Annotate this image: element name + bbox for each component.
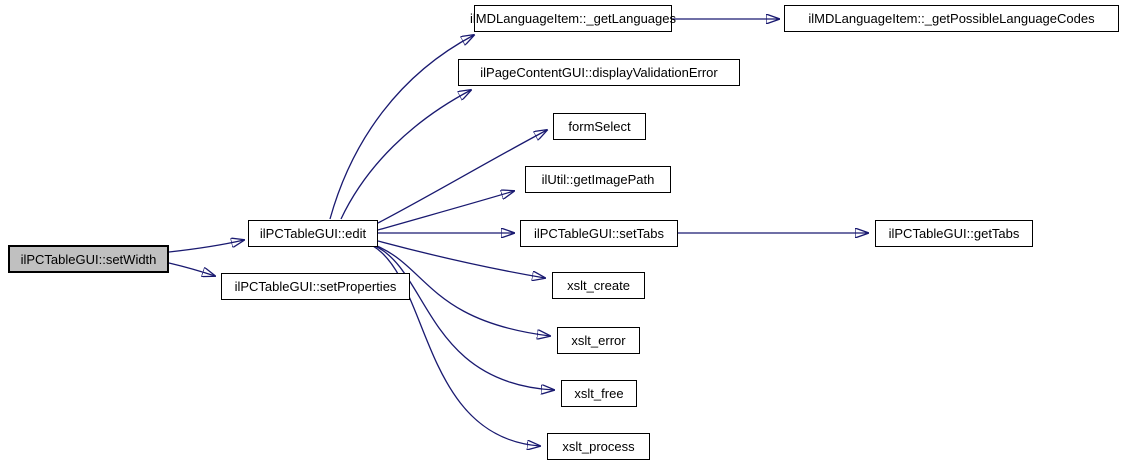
node-xslt-process[interactable]: xslt_process [547, 433, 650, 460]
node-formselect[interactable]: formSelect [553, 113, 646, 140]
node-ilmdlanguageitem-getlanguages[interactable]: ilMDLanguageItem::_getLanguages [470, 5, 676, 32]
edge-setwidth-setproperties [168, 262, 215, 276]
node-ilutil-getimagepath[interactable]: ilUtil::getImagePath [525, 166, 671, 193]
edge-setwidth-edit [168, 240, 244, 253]
node-ilmdlanguageitem-getpossiblelanguagecodes[interactable]: ilMDLanguageItem::_getPossibleLanguageCo… [784, 5, 1119, 32]
node-ilpctablegui-edit[interactable]: ilPCTableGUI::edit [248, 220, 378, 247]
edge-edit-displayvalidationerror [340, 90, 471, 220]
node-ilpctablegui-settabs[interactable]: ilPCTableGUI::setTabs [520, 220, 678, 247]
node-xslt-create[interactable]: xslt_create [552, 272, 645, 299]
edge-edit-xslt-process [372, 245, 540, 446]
edge-edit-xslt-error [376, 245, 550, 336]
node-xslt-error[interactable]: xslt_error [557, 327, 640, 354]
edge-edit-xslt-create [377, 240, 545, 278]
edge-edit-formselect [377, 130, 547, 224]
edge-edit-getimagepath [377, 191, 514, 231]
node-ilpagecontentgui-displayvalidationerror[interactable]: ilPageContentGUI::displayValidationError [458, 59, 740, 86]
node-xslt-free[interactable]: xslt_free [561, 380, 637, 407]
node-ilpctablegui-setproperties[interactable]: ilPCTableGUI::setProperties [221, 273, 410, 300]
edge-edit-getlanguages [329, 35, 474, 220]
node-ilpctablegui-gettabs[interactable]: ilPCTableGUI::getTabs [875, 220, 1033, 247]
edge-edit-xslt-free [374, 245, 554, 390]
node-ilpctablegui-setwidth: ilPCTableGUI::setWidth [8, 245, 169, 273]
